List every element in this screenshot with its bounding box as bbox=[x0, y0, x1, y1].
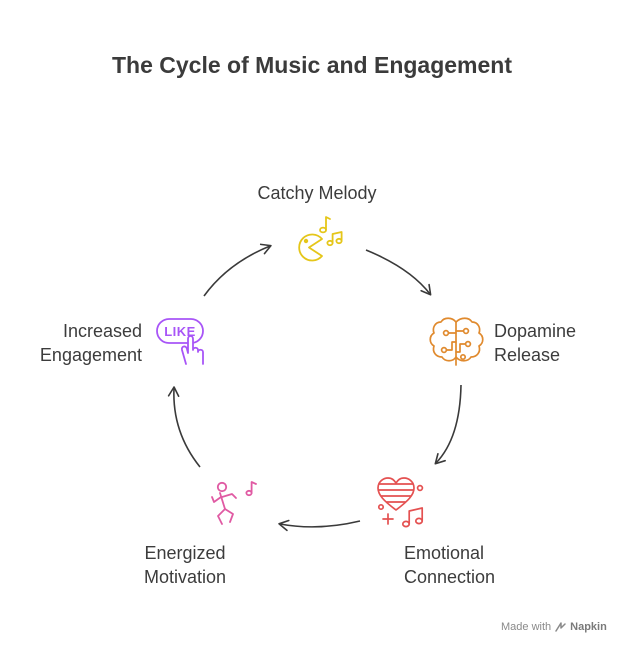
arrow-dopamine-to-emotional bbox=[434, 384, 462, 465]
like-badge-text: LIKE bbox=[164, 324, 196, 339]
label-line: Increased bbox=[62, 321, 142, 341]
pacman-music-notes-icon bbox=[298, 216, 343, 262]
label-dopamine-release: Dopamine Release bbox=[494, 319, 576, 367]
napkin-logo-icon bbox=[555, 621, 566, 632]
label-line: Motivation bbox=[143, 567, 227, 587]
dancing-person-icon bbox=[211, 481, 257, 525]
diagram-title: The Cycle of Music and Engagement bbox=[111, 52, 513, 78]
label-line: Release bbox=[494, 345, 561, 365]
label-line: Energized bbox=[144, 543, 226, 563]
heart-music-icon bbox=[377, 477, 424, 528]
arrow-energized-to-engagement bbox=[167, 386, 201, 468]
like-click-icon: LIKE bbox=[156, 318, 204, 365]
label-line: Connection bbox=[404, 567, 496, 587]
label-increased-engagement: Increased Engagement bbox=[40, 319, 142, 367]
footer-made-with: Made with Napkin bbox=[501, 621, 607, 633]
label-line: Catchy Melody bbox=[257, 183, 377, 203]
label-catchy-melody: Catchy Melody bbox=[0, 181, 624, 205]
label-energized-motivation: Energized Motivation bbox=[120, 541, 250, 589]
arrow-emotional-to-energized bbox=[278, 519, 361, 532]
label-line: Engagement bbox=[39, 345, 142, 365]
arrow-melody-to-dopamine bbox=[365, 249, 432, 296]
label-line: Emotional bbox=[404, 543, 485, 563]
brain-circuit-icon bbox=[429, 317, 484, 366]
label-line: Dopamine bbox=[494, 321, 577, 341]
footer-text: Made with bbox=[501, 621, 552, 633]
label-emotional-connection: Emotional Connection bbox=[404, 541, 495, 589]
arrow-engagement-to-melody bbox=[203, 243, 272, 297]
footer-brand: Napkin bbox=[570, 621, 607, 633]
